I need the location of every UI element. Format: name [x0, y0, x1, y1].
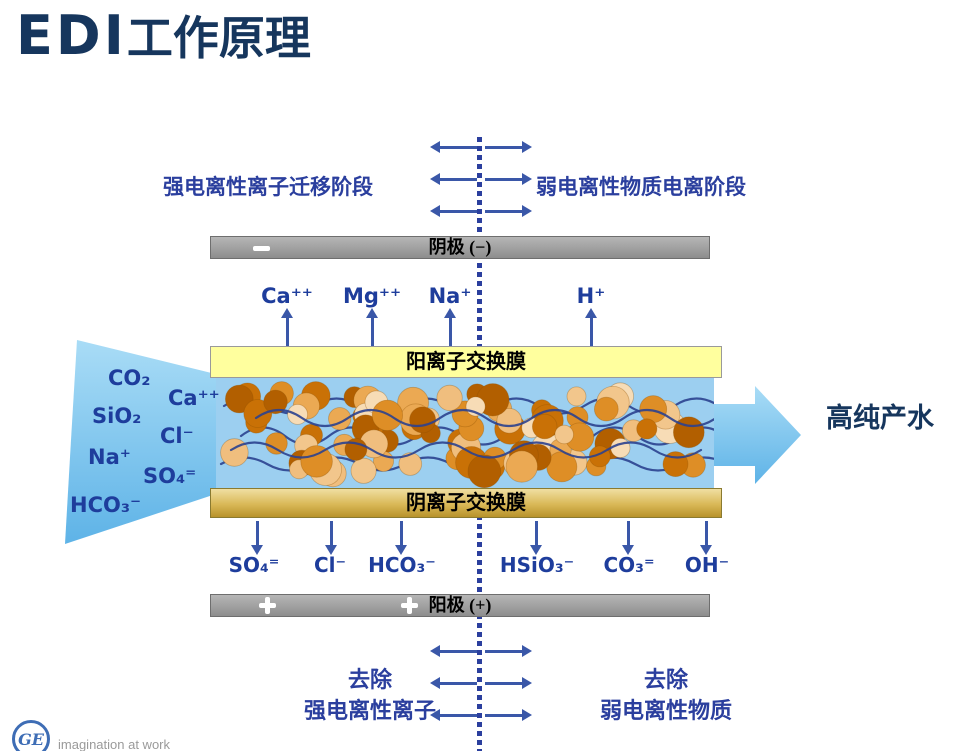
anode-label: 阳极 (+) — [428, 595, 492, 615]
up-arrow-icon — [281, 308, 293, 346]
anion-label: Cl⁻ — [313, 553, 347, 577]
anion-label: SO₄⁼ — [228, 553, 280, 577]
down-arrow-icon — [530, 521, 542, 555]
stage-label-left: 强电离性离子迁移阶段 — [163, 175, 373, 199]
right-arrow-icon — [485, 677, 532, 689]
down-arrow-icon — [251, 521, 263, 555]
right-arrow-icon — [485, 205, 532, 217]
cation-membrane: 阳离子交换膜 — [210, 346, 722, 378]
cathode-label: 阴极 (−) — [428, 237, 492, 257]
cation-label: Na⁺ — [428, 284, 472, 308]
plus-icon — [401, 597, 418, 614]
feed-ion-label: Na⁺ — [88, 445, 131, 469]
feed-ion-label: CO₂ — [108, 366, 151, 390]
up-arrow-icon — [585, 308, 597, 346]
cathode-bar: 阴极 (−) — [210, 236, 710, 259]
stage-label-right: 弱电离性物质电离阶段 — [536, 175, 746, 199]
left-arrow-icon — [430, 205, 477, 217]
feed-ion-label: Cl⁻ — [160, 424, 194, 448]
feed-ion-label: HCO₃⁻ — [70, 493, 142, 517]
up-arrow-icon — [366, 308, 378, 346]
left-arrow-icon — [430, 173, 477, 185]
anion-membrane-label: 阴离子交换膜 — [406, 492, 526, 514]
left-arrow-icon — [430, 677, 477, 689]
resin-bed — [216, 378, 714, 488]
feed-ion-label: Ca⁺⁺ — [168, 386, 220, 410]
title-edi: EDI — [16, 4, 127, 67]
ge-logo: GE — [12, 720, 50, 751]
anode-bar: 阳极 (+) — [210, 594, 710, 617]
left-arrow-icon — [430, 709, 477, 721]
left-arrow-icon — [430, 645, 477, 657]
bottom-right-caption: 去除 弱电离性物质 — [568, 664, 764, 726]
plus-icon — [259, 597, 276, 614]
anion-label: HCO₃⁻ — [368, 553, 436, 577]
feed-ion-label: SiO₂ — [92, 404, 142, 428]
anion-label: CO₃⁼ — [603, 553, 655, 577]
down-arrow-icon — [700, 521, 712, 555]
cation-membrane-label: 阳离子交换膜 — [406, 351, 526, 373]
product-water-arrow — [703, 386, 801, 484]
right-arrow-icon — [485, 173, 532, 185]
right-arrow-icon — [485, 709, 532, 721]
down-arrow-icon — [395, 521, 407, 555]
cation-label: H⁺ — [576, 284, 606, 308]
cation-label: Ca⁺⁺ — [261, 284, 313, 308]
weak-substances-label: 弱电离性物质 — [599, 698, 732, 723]
anion-membrane: 阴离子交换膜 — [210, 488, 722, 518]
feed-ion-label: SO₄⁼ — [143, 464, 197, 488]
remove-label: 去除 — [643, 667, 688, 692]
ge-tagline: imagination at work — [58, 737, 170, 751]
anion-label: HSiO₃⁻ — [499, 553, 575, 577]
page-title: EDI工作原理 — [16, 2, 311, 68]
cation-label: Mg⁺⁺ — [342, 284, 402, 308]
anion-label: OH⁻ — [684, 553, 730, 577]
feed-water-arrow — [65, 340, 240, 544]
right-arrow-icon — [485, 141, 532, 153]
product-water-label: 高纯产水 — [826, 403, 934, 433]
strong-ions-label: 强电离性离子 — [303, 698, 436, 723]
ge-monogram: GE — [18, 729, 44, 749]
title-zh: 工作原理 — [126, 13, 311, 64]
right-arrow-icon — [485, 645, 532, 657]
remove-label: 去除 — [347, 667, 392, 692]
down-arrow-icon — [622, 521, 634, 555]
up-arrow-icon — [444, 308, 456, 346]
down-arrow-icon — [325, 521, 337, 555]
bottom-left-caption: 去除 强电离性离子 — [272, 664, 468, 726]
left-arrow-icon — [430, 141, 477, 153]
minus-icon — [253, 246, 270, 251]
